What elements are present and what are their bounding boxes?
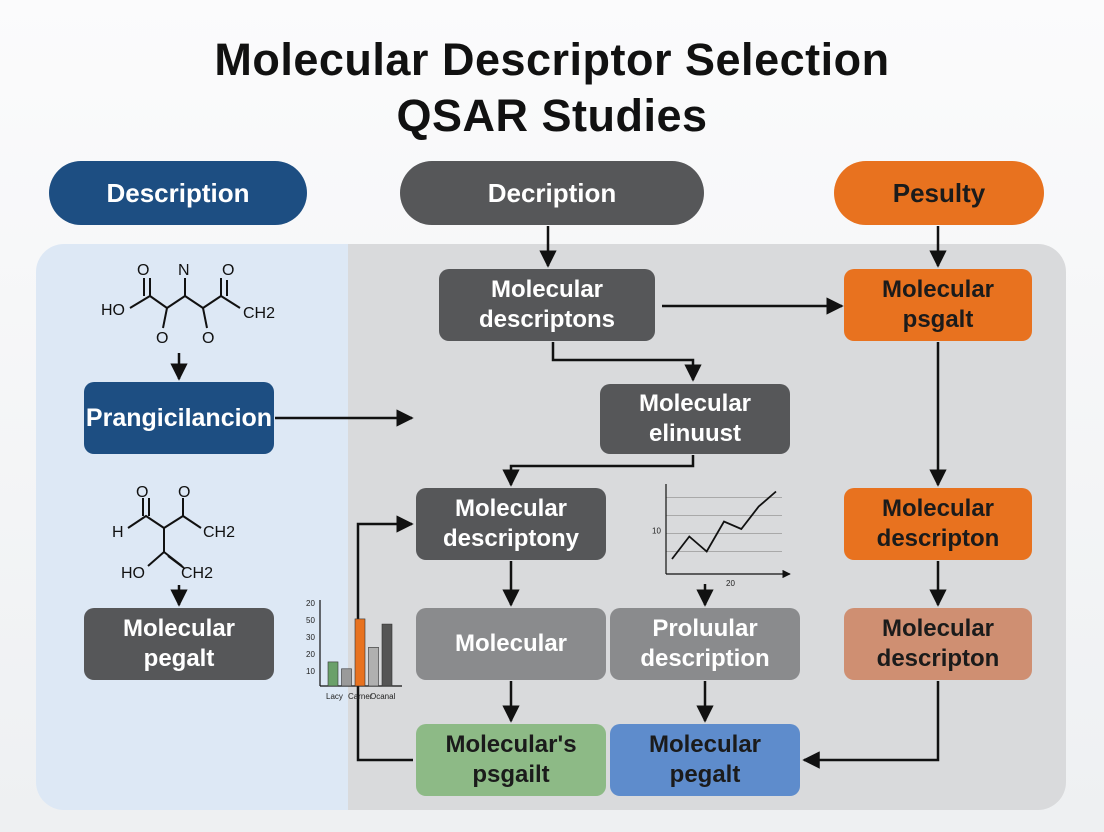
atom-label: O [202,330,214,347]
bar-x-tick-label: Ocanal [370,692,396,701]
atom-label: N [178,262,190,279]
bar-y-tick-label: 20 [306,650,315,659]
bar-y-tick-label: 50 [306,616,315,625]
atom-label: CH2 [203,524,235,541]
line-series [671,490,777,560]
center-box-7: Molecular pegalt [610,724,800,796]
atom-label: HO [101,302,125,319]
arrow-box1-to-box2 [551,342,702,382]
center-box-1: Molecular descriptons [439,269,655,341]
arrow-box2-to-box3 [502,455,695,487]
left-process-box: Prangicilancion [84,382,274,454]
atom-label: O [137,262,149,279]
atom-label: H [112,524,124,541]
atom-label: O [222,262,234,279]
line-x-tick-label: 20 [726,579,735,588]
bar-x-tick-label: Lacy [326,692,343,701]
header-left: Description [49,161,307,225]
molecule-bottom [127,498,202,569]
arrow-rbox3-to-box7 [802,681,940,769]
title-line-2: QSAR Studies [396,90,708,141]
center-box-5: Proluular description [610,608,800,680]
atom-label: HO [121,565,145,582]
title-line-1: Molecular Descriptor Selection [214,34,890,85]
atom-label: O [156,330,168,347]
bar-y-tick-label: 20 [306,599,315,608]
bar-mark [381,623,393,687]
left-bottom-box: Molecular pegalt [84,608,274,680]
header-center: Decription [400,161,704,225]
line-y-tick-label: 10 [652,527,661,536]
diagram-title: Molecular Descriptor Selection QSAR Stud… [0,32,1104,144]
bar-x-tick-label: Carner [348,692,373,701]
center-box-6: Molecular's psgailt [416,724,606,796]
molecule-bottom-labels: O O H CH2 HO CH2 [112,484,235,582]
center-box-2: Molecular elinuust [600,384,790,454]
left-panel [36,244,356,810]
atom-label: O [178,484,190,501]
bar-mark [341,668,352,687]
header-right: Pesulty [834,161,1044,225]
center-box-3: Molecular descriptony [416,488,606,560]
atom-label: CH2 [181,565,213,582]
right-box-2: Molecular descripton [844,488,1032,560]
bar-y-tick-label: 30 [306,633,315,642]
molecule-top-labels: O N O HO CH2 O O [101,262,275,347]
line-chart: 10 20 [652,484,791,588]
bar-mark [368,646,379,687]
center-box-4: Molecular [416,608,606,680]
right-box-1: Molecular psgalt [844,269,1032,341]
bar-y-tick-label: 10 [306,667,315,676]
atom-label: CH2 [243,305,275,322]
bar-mark [327,661,339,687]
atom-label: O [136,484,148,501]
molecule-top [129,278,241,329]
right-box-3: Molecular descripton [844,608,1032,680]
bar-mark [354,618,366,687]
